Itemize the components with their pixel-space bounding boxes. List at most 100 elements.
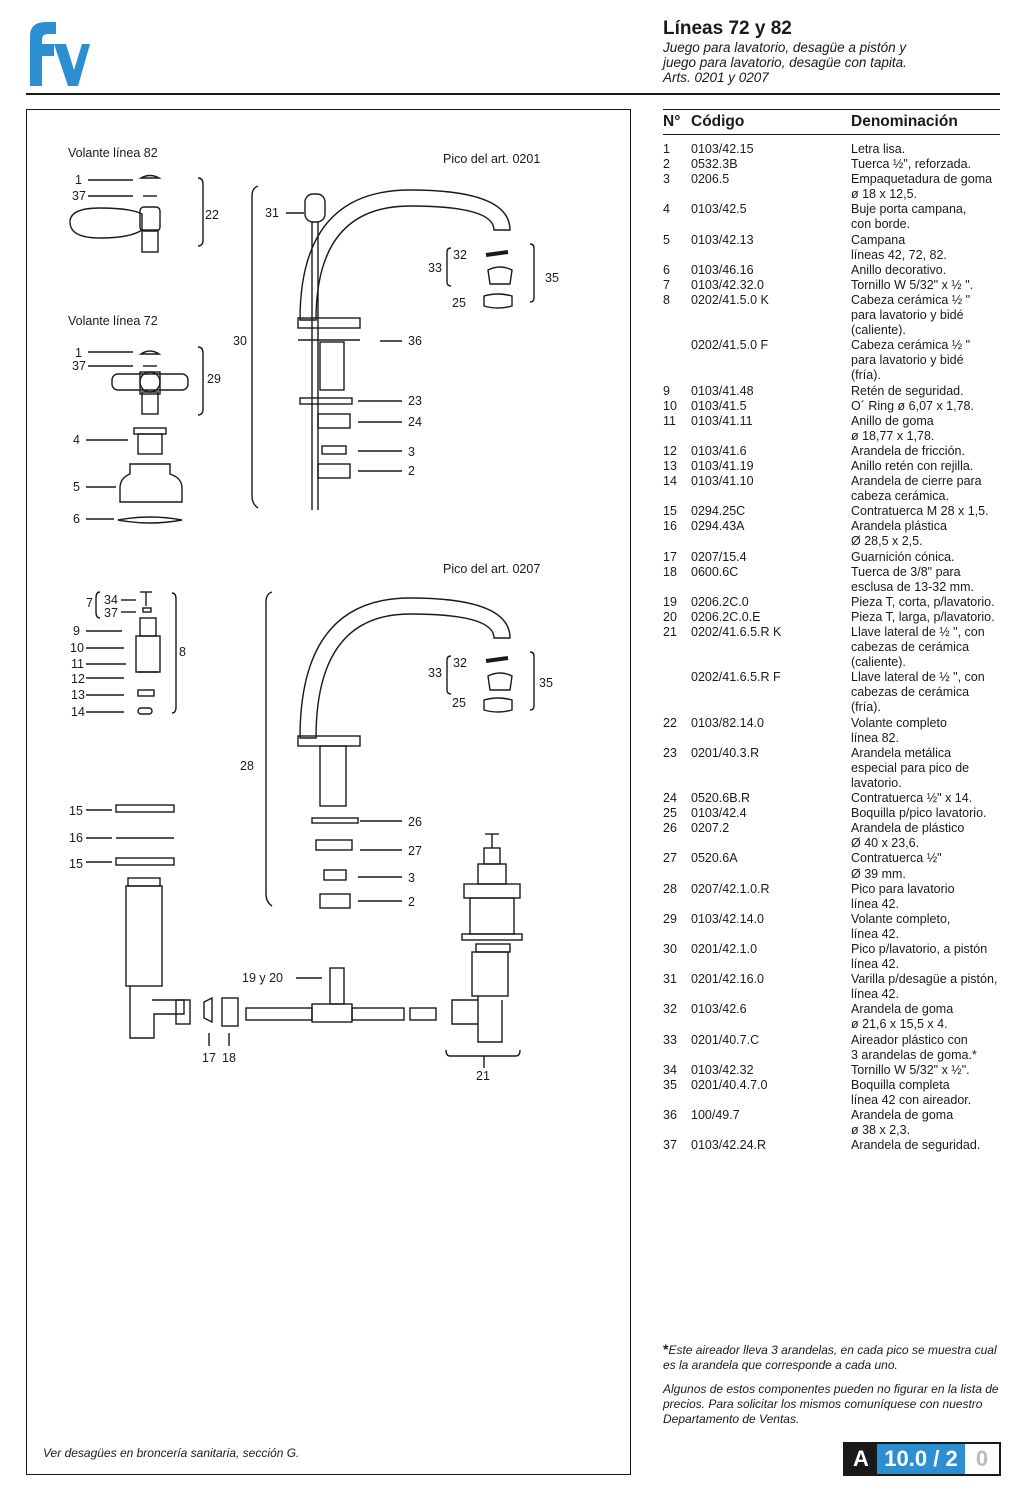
row-number: 37 xyxy=(663,1138,677,1153)
callout-1b: 1 xyxy=(75,346,82,360)
callout-8: 8 xyxy=(179,645,186,659)
row-code: 0207/42.1.0.R xyxy=(691,881,770,896)
callout-12: 12 xyxy=(71,672,85,686)
row-description: Varilla p/desagüe a pistón, línea 42. xyxy=(851,972,998,1002)
row-number xyxy=(663,338,691,383)
row-number: 27 xyxy=(663,851,677,866)
row-description: Buje porta campana, con borde. xyxy=(851,202,967,232)
row-code: 0206.5 xyxy=(691,172,730,187)
callout-2b: 2 xyxy=(408,895,415,909)
label-pico-0201: Pico del art. 0201 xyxy=(443,152,540,166)
label-volante-82: Volante línea 82 xyxy=(68,146,158,160)
row-number: 24 xyxy=(663,791,677,806)
row-description: Arandela metálica especial para pico de … xyxy=(851,745,970,790)
exploded-diagram-panel xyxy=(26,109,631,1475)
row-number: 17 xyxy=(663,549,677,564)
badge-letter: A xyxy=(845,1444,877,1474)
row-number: 19 xyxy=(663,594,677,609)
row-number: 23 xyxy=(663,745,677,760)
row-code: 0103/82.14.0 xyxy=(691,715,764,730)
row-number: 22 xyxy=(663,715,677,730)
callout-22: 22 xyxy=(205,208,219,222)
callout-10: 10 xyxy=(70,641,84,655)
callout-16: 16 xyxy=(69,831,83,845)
row-number: 13 xyxy=(663,458,677,473)
row-number: 6 xyxy=(663,262,670,277)
table-row: 23 0201/40.3.R Arandela metálica especial … xyxy=(663,746,1000,791)
row-description: Arandela plástica Ø 28,5 x 2,5. xyxy=(851,519,947,549)
row-number: 20 xyxy=(663,609,677,624)
callout-35b: 35 xyxy=(539,676,553,690)
row-number: 31 xyxy=(663,972,677,987)
callout-14: 14 xyxy=(71,705,85,719)
row-code: 0103/42.32 xyxy=(691,1062,754,1077)
row-description: Pico p/lavatorio, a pistón línea 42. xyxy=(851,941,988,972)
volante-82-drawing xyxy=(69,174,204,253)
row-description: Tornillo W 5/32" x ½ ". xyxy=(851,277,974,292)
callout-6: 6 xyxy=(73,512,80,526)
row-code: 0103/41.10 xyxy=(691,474,754,489)
row-number xyxy=(663,670,691,715)
row-number: 34 xyxy=(663,1062,677,1077)
row-description: Cabeza cerámica ½ " para lavatorio y bid… xyxy=(851,338,971,383)
row-code: 0207.2 xyxy=(691,821,730,836)
table-row: 26 0207.2 Arandela de plástico Ø 40 x 23,6… xyxy=(663,821,1000,851)
row-number: 30 xyxy=(663,941,677,956)
row-code: 0103/42.5 xyxy=(691,202,747,217)
cabeza-ceramica-drawing xyxy=(95,591,177,715)
row-number: 36 xyxy=(663,1108,677,1122)
label-pico-0207: Pico del art. 0207 xyxy=(443,562,540,576)
callout-33a: 33 xyxy=(428,261,442,275)
callout-13: 13 xyxy=(71,688,85,702)
callout-11: 11 xyxy=(71,657,84,671)
callout-29: 29 xyxy=(207,372,221,386)
row-code: 0103/41.6 xyxy=(691,443,747,458)
row-code: 0202/41.6.5.R F xyxy=(691,670,781,685)
row-code: 0103/41.11 xyxy=(691,413,753,428)
section-badge: A 10.0 / 2 0 xyxy=(843,1442,1001,1476)
callout-26: 26 xyxy=(408,815,422,829)
row-code: 0202/41.5.0 F xyxy=(691,338,769,353)
row-code: 0201/40.3.R xyxy=(691,745,760,760)
row-code: 0103/42.13 xyxy=(691,232,754,247)
volante-72-drawing xyxy=(111,346,204,416)
row-description: Arandela de seguridad. xyxy=(851,1138,981,1153)
row-number: 28 xyxy=(663,881,677,896)
row-description: Volante completo línea 82. xyxy=(851,715,947,745)
row-number: 5 xyxy=(663,232,670,247)
row-description: Tornillo W 5/32" x ½". xyxy=(851,1062,970,1077)
row-description: Contratuerca ½" x 14. xyxy=(851,791,973,806)
row-description: Pico para lavatorio línea 42. xyxy=(851,881,955,911)
row-description: Arandela de fricción. xyxy=(851,443,965,458)
row-code: 0201/40.4.7.0 xyxy=(691,1077,768,1092)
callout-30: 30 xyxy=(233,334,247,348)
row-number: 2 xyxy=(663,157,670,172)
row-description: Arandela de plástico Ø 40 x 23,6. xyxy=(851,821,965,851)
callout-33b: 33 xyxy=(428,666,442,680)
row-number: 1 xyxy=(663,142,670,156)
row-description: Guarnición cónica. xyxy=(851,549,955,564)
row-description: Pieza T, larga, p/lavatorio. xyxy=(851,609,995,624)
row-number: 26 xyxy=(663,821,677,836)
callout-32a: 32 xyxy=(453,248,467,262)
badge-suffix: 0 xyxy=(965,1444,999,1474)
header-description: Denominación xyxy=(851,113,958,130)
